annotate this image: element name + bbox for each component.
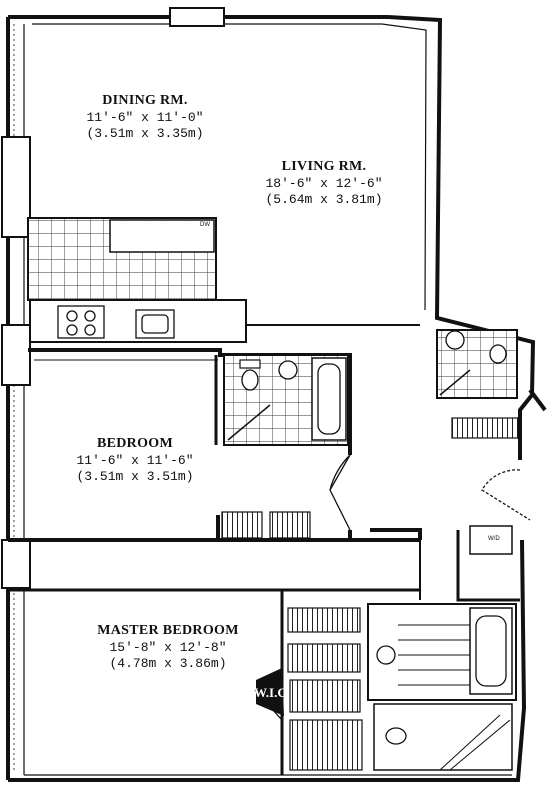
living-room-label: LIVING RM. 18'-6" x 12'-6" (5.64m x 3.81… [238, 158, 410, 208]
column-left-2 [1, 324, 31, 386]
column-left-1 [1, 136, 31, 238]
dining-room-label: DINING RM. 11'-6" x 11'-0" (3.51m x 3.35… [60, 92, 230, 142]
wic-label: W.I.C. [254, 685, 291, 700]
column-left-3 [1, 539, 31, 589]
kitchen-sink [135, 309, 175, 339]
wic-badge [256, 668, 284, 716]
washer-dryer-label: W/D [488, 536, 500, 542]
closets [221, 417, 519, 771]
bedroom-dim-imperial: 11'-6" x 11'-6" [76, 452, 194, 468]
master-bedroom-label: MASTER BEDROOM 15'-8" x 12'-8" (4.78m x … [68, 622, 268, 672]
master-bedroom-name: MASTER BEDROOM [97, 623, 239, 638]
master-bedroom-dim-metric: (4.78m x 3.86m) [109, 655, 227, 671]
master-bedroom-dim-imperial: 15'-8" x 12'-8" [109, 639, 227, 655]
bathroom-main [223, 354, 349, 446]
interior-walls [8, 348, 520, 775]
living-room-dim-metric: (5.64m x 3.81m) [265, 191, 383, 207]
dining-room-dim-imperial: 11'-6" x 11'-0" [86, 109, 204, 125]
bathroom-second [436, 329, 518, 399]
bedroom-dim-metric: (3.51m x 3.51m) [76, 468, 194, 484]
bedroom-label: BEDROOM 11'-6" x 11'-6" (3.51m x 3.51m) [50, 435, 220, 485]
exterior-walls [6, 15, 547, 782]
bathroom-master [367, 603, 517, 771]
living-room-name: LIVING RM. [281, 159, 367, 174]
dining-room-dim-metric: (3.51m x 3.35m) [86, 125, 204, 141]
column-top [169, 7, 225, 27]
washer-dryer [469, 525, 513, 555]
dishwasher-label: DW [200, 222, 210, 228]
kitchen [27, 217, 420, 343]
stove [57, 305, 105, 339]
living-room-dim-imperial: 18'-6" x 12'-6" [265, 175, 383, 191]
dining-room-name: DINING RM. [102, 93, 188, 108]
bedroom-name: BEDROOM [97, 436, 173, 451]
